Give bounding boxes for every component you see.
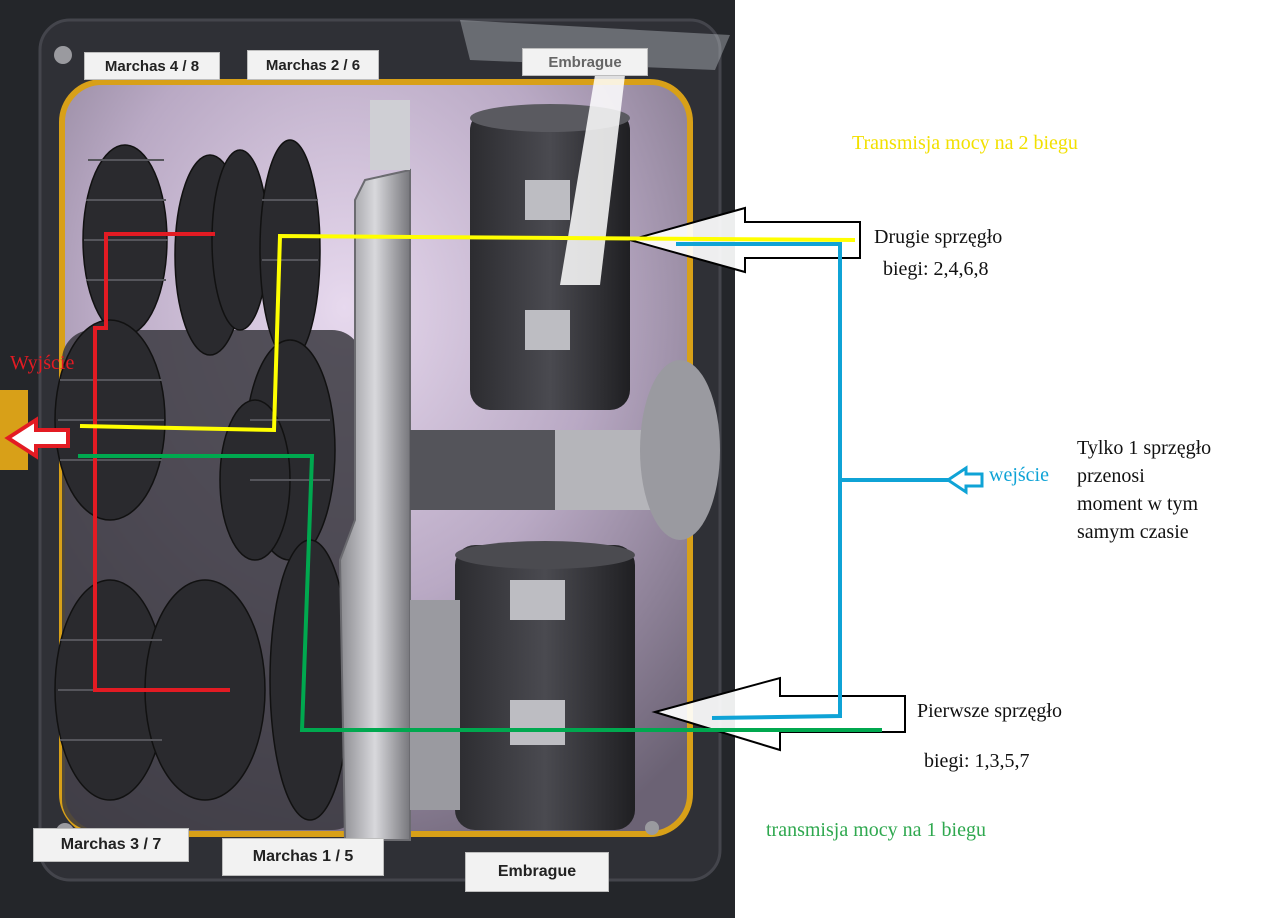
first-clutch-label: Pierwsze sprzęgło bbox=[917, 700, 1062, 722]
second-clutch-label: Drugie sprzęgło bbox=[874, 226, 1003, 248]
label-marchas-3-7: Marchas 3 / 7 bbox=[33, 828, 189, 862]
output-path bbox=[93, 232, 230, 692]
first-clutch-gears: biegi: 1,3,5,7 bbox=[924, 750, 1030, 772]
title-first-gear: transmisja mocy na 1 biegu bbox=[766, 819, 986, 841]
label-marchas-1-5: Marchas 1 / 5 bbox=[222, 838, 384, 876]
label-marchas-4-8: Marchas 4 / 8 bbox=[84, 52, 220, 80]
only-one-line-4: samym czasie bbox=[1077, 521, 1189, 543]
only-one-line-3: moment w tym bbox=[1077, 493, 1199, 515]
label-marchas-2-6: Marchas 2 / 6 bbox=[247, 50, 379, 80]
only-one-clutch-note: Tylko 1 sprzęgło przenosi moment w tym s… bbox=[1077, 434, 1211, 546]
second-clutch-gears: biegi: 2,4,6,8 bbox=[883, 258, 989, 280]
gearbox-photo bbox=[0, 0, 735, 918]
label-embrague-top: Embrague bbox=[522, 48, 648, 76]
second-gear-path bbox=[79, 233, 856, 433]
only-one-line-2: przenosi bbox=[1077, 465, 1145, 487]
output-arrow-icon bbox=[4, 416, 70, 460]
title-second-gear: Transmisja mocy na 2 biegu bbox=[852, 132, 1078, 154]
input-label: wejście bbox=[989, 464, 1049, 486]
first-gear-path bbox=[78, 454, 882, 732]
output-label: Wyjście bbox=[10, 352, 75, 374]
only-one-line-1: Tylko 1 sprzęgło bbox=[1077, 437, 1212, 459]
input-arrow-icon bbox=[945, 465, 984, 495]
label-embrague-bottom: Embrague bbox=[465, 852, 609, 892]
